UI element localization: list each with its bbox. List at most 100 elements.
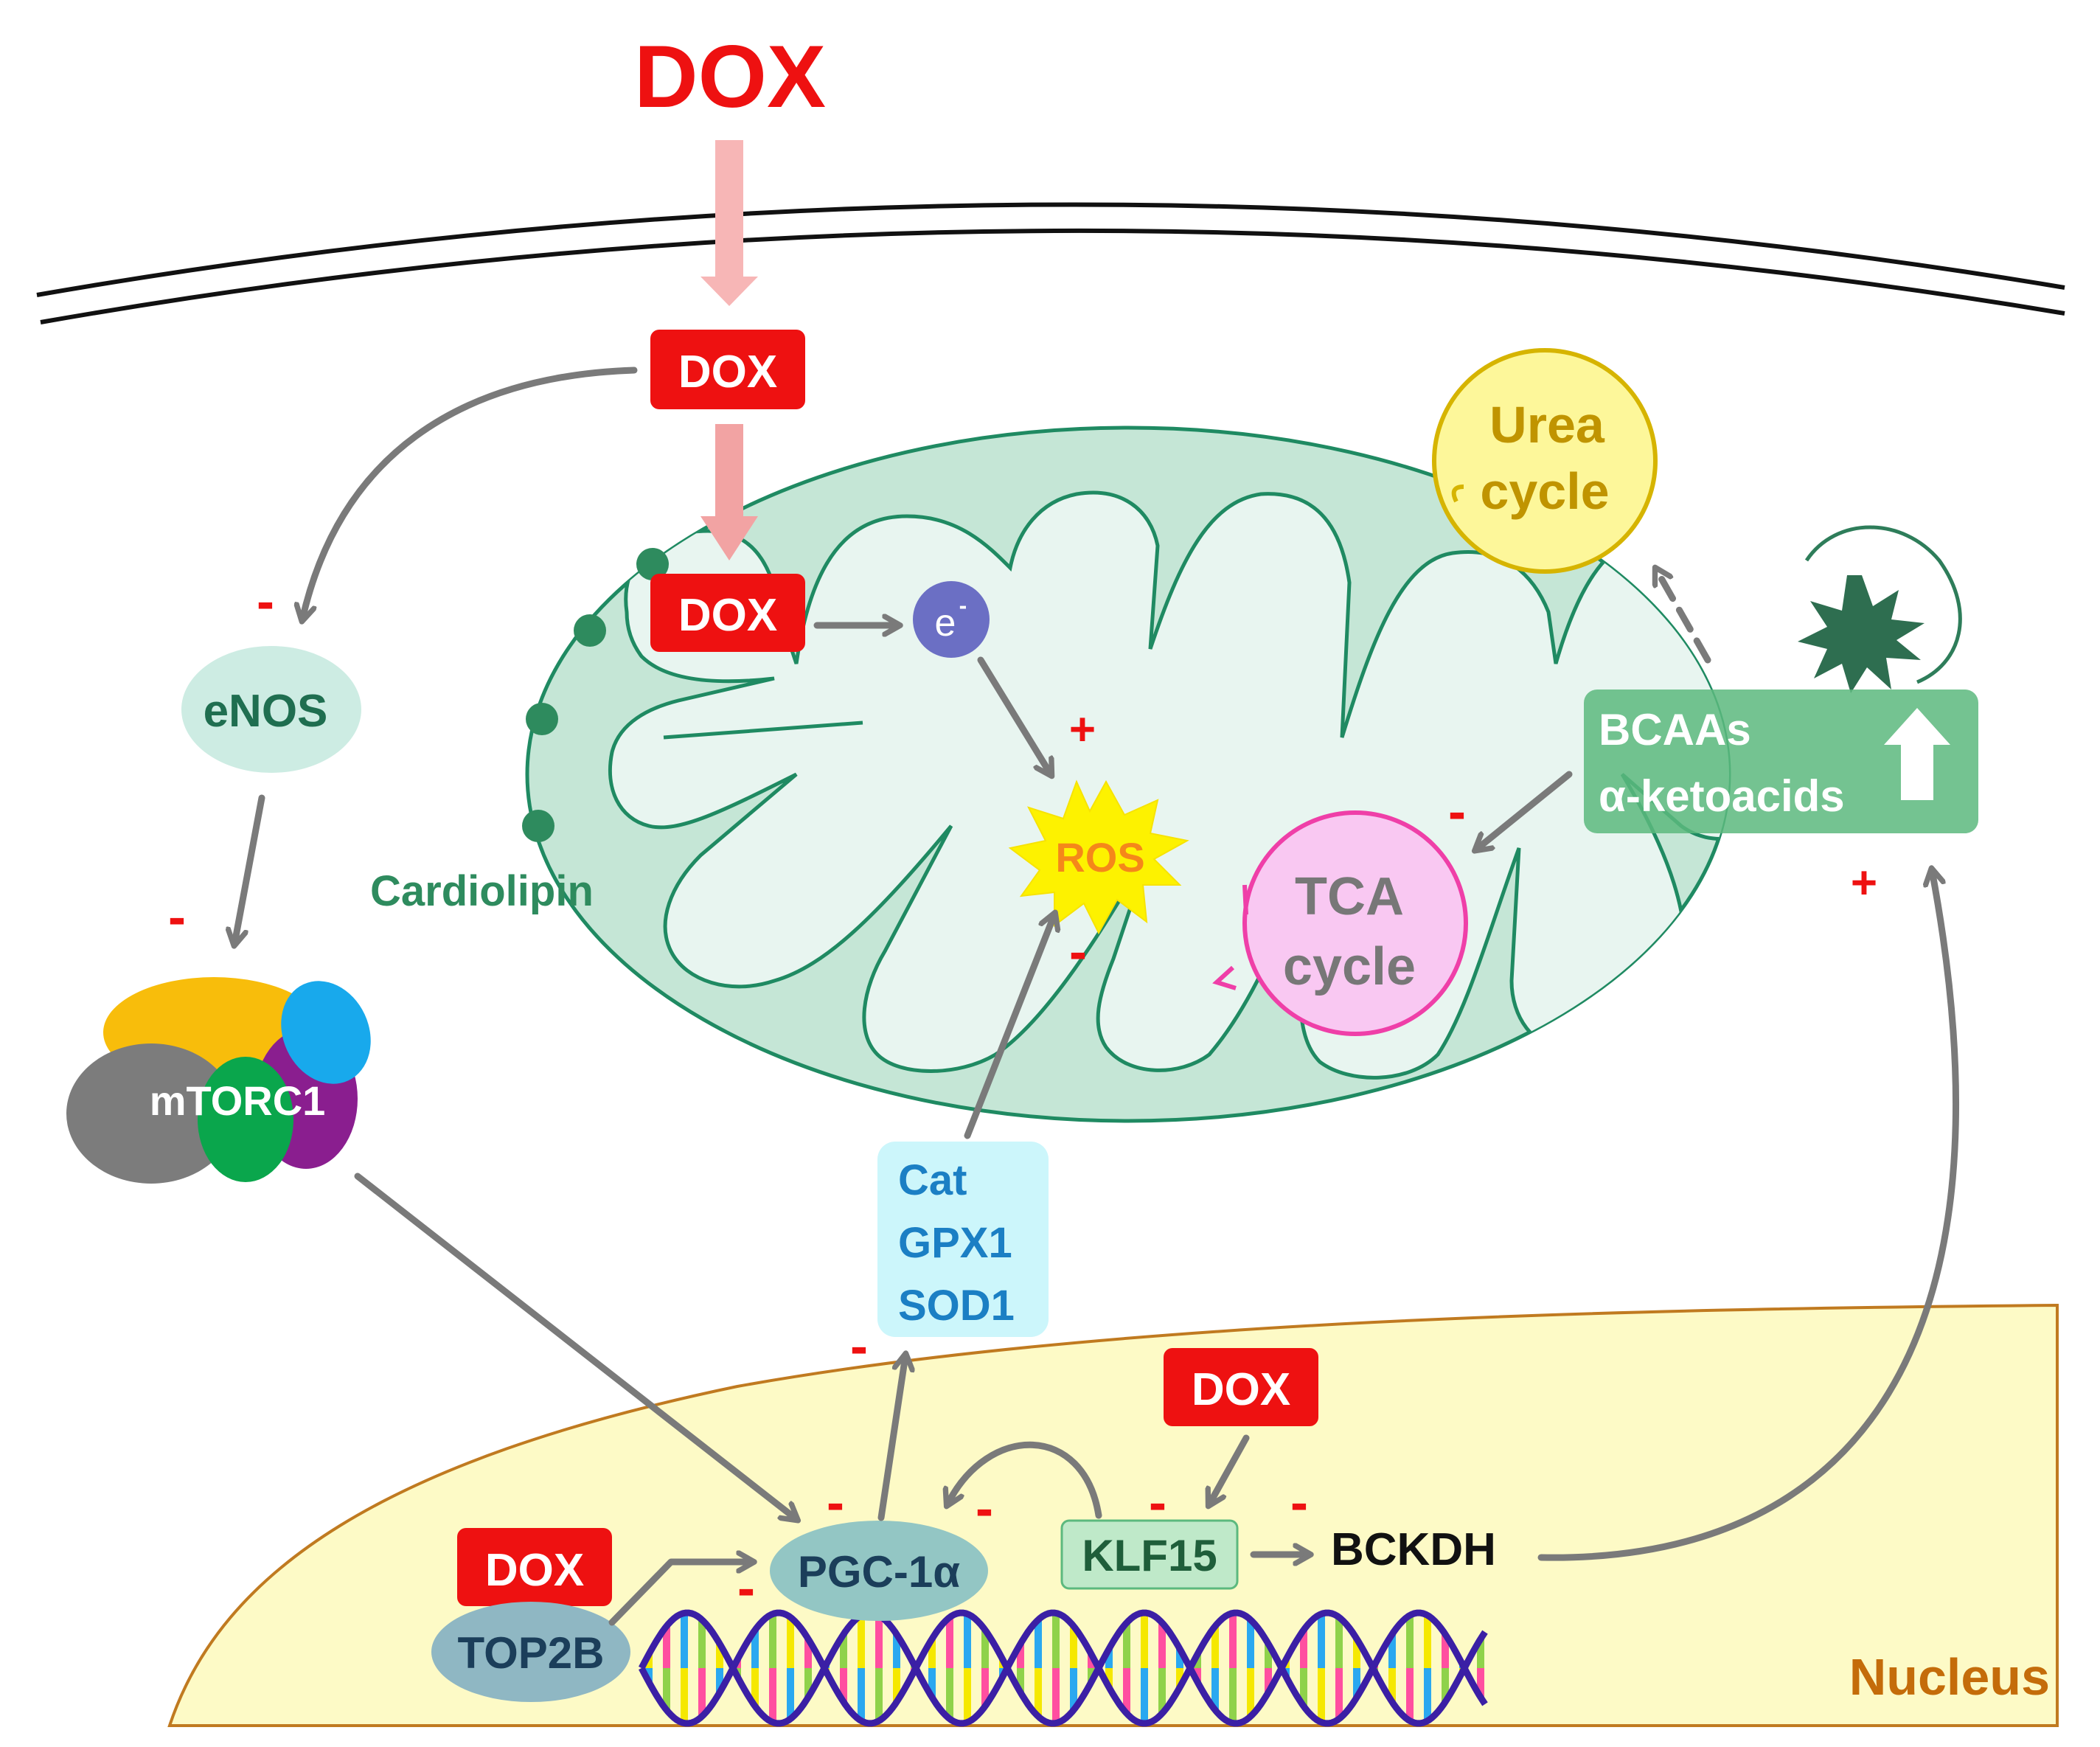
dna-base [946, 1617, 953, 1668]
enos-node: eNOS [181, 646, 361, 773]
pgc1a-label: PGC-1α [798, 1547, 960, 1597]
antioxidant-gpx1: GPX1 [898, 1219, 1012, 1267]
dna-base [1353, 1639, 1360, 1668]
dna-base [787, 1668, 794, 1719]
dna-base [1070, 1626, 1077, 1668]
dna-base [1105, 1648, 1113, 1668]
dna-base [1318, 1668, 1325, 1723]
dna-base [1318, 1614, 1325, 1668]
dna-base [1442, 1634, 1449, 1668]
antioxidant-box: Cat GPX1 SOD1 [877, 1142, 1049, 1337]
dna-base [769, 1614, 776, 1668]
dna-base [716, 1643, 723, 1668]
cardiolipin-label: Cardiolipin [370, 867, 594, 915]
cardiolipin-dot [522, 810, 554, 842]
dna-base [875, 1668, 883, 1721]
cardiolipin-dot [526, 703, 558, 735]
tca-cycle-label-line1: TCA [1295, 867, 1404, 926]
dna-base [1052, 1613, 1060, 1668]
dna-base [1105, 1668, 1113, 1688]
dna-base [893, 1634, 900, 1668]
dna-base [1176, 1648, 1183, 1668]
dna-base [1300, 1630, 1307, 1668]
electron: e - [913, 581, 990, 658]
dna-base [716, 1668, 723, 1693]
dna-base [1017, 1668, 1024, 1693]
minus-sign: - [827, 1473, 844, 1532]
cardiolipin-dot [636, 548, 669, 580]
increase-arrow-icon [1884, 708, 1950, 800]
dna-base [1265, 1643, 1272, 1668]
dna-base [1406, 1668, 1414, 1721]
dna-base [1123, 1668, 1130, 1714]
cardiolipin-dot [574, 614, 606, 647]
dox-entry-arrows [700, 140, 758, 560]
dna-base [1424, 1668, 1431, 1721]
dna-base [1141, 1668, 1148, 1723]
dna-base [1442, 1668, 1449, 1702]
dna-base [1229, 1613, 1237, 1668]
dna-helix [639, 1609, 1488, 1727]
urea-cycle-label-line2: cycle [1480, 462, 1609, 520]
minus-sign: - [976, 1479, 993, 1538]
dna-base [1158, 1668, 1166, 1714]
dna-base [858, 1668, 865, 1721]
bcaa-loop [1804, 525, 1962, 684]
bcaa-label-line2: α-ketoacids [1599, 771, 1845, 821]
top2b-label: TOP2B [458, 1628, 605, 1678]
dox-cytoplasm-box: DOX [650, 330, 805, 409]
ros-burst: ROS [1008, 779, 1189, 935]
minus-sign: - [737, 1559, 755, 1618]
plus-sign: + [1851, 858, 1877, 909]
klf15-label: KLF15 [1082, 1531, 1217, 1580]
dna-base [1388, 1668, 1396, 1702]
dna-base [928, 1639, 936, 1668]
arrow-top2b-to-pgc1a [608, 1562, 752, 1626]
dox-nucleus-right-label: DOX [1192, 1364, 1290, 1415]
dna-base [1070, 1668, 1077, 1710]
electron-label: e [935, 602, 956, 645]
dna-base [804, 1639, 812, 1668]
cell-membrane-outer [36, 202, 2065, 297]
dna-base [1211, 1668, 1219, 1710]
dna-base [1406, 1615, 1414, 1668]
dna-base [681, 1613, 688, 1668]
dox-nucleus-right-box: DOX [1164, 1348, 1318, 1426]
arrow-bcaa-to-tca [1476, 771, 1573, 850]
dna-base [1388, 1634, 1396, 1668]
dna-base [928, 1668, 936, 1698]
dox-cytoplasm-label: DOX [678, 347, 777, 397]
dna-base [1211, 1626, 1219, 1668]
dna-base [804, 1668, 812, 1698]
tca-cycle: TCA cycle [1212, 810, 1468, 1036]
bcaa-box: BCAAs α-ketoacids [1584, 690, 1978, 833]
dna-base [1477, 1639, 1484, 1668]
dna-base [663, 1626, 670, 1668]
dox-nucleus-left-label: DOX [485, 1545, 584, 1596]
nucleus-region [167, 1303, 2059, 1727]
dna-base [858, 1615, 865, 1668]
arrow-dox-to-enos [302, 367, 638, 619]
dna-base [875, 1615, 883, 1668]
top2b-node: TOP2B [431, 1602, 630, 1702]
dna-base [840, 1634, 847, 1668]
klf15-node: KLF15 [1060, 1519, 1239, 1590]
dox-extracellular-label: DOX [634, 27, 826, 126]
dox-mito-box: DOX [650, 574, 805, 652]
regulation-signs: - - + - - + - - - - - - [168, 572, 1877, 1618]
pgc1a-node: PGC-1α [770, 1521, 988, 1621]
dna-base [681, 1668, 688, 1723]
nucleus-label: Nucleus [1849, 1648, 2050, 1706]
dna-base [964, 1668, 971, 1723]
dna-base [1141, 1613, 1148, 1668]
dna-base [751, 1630, 759, 1668]
plus-sign: + [1069, 704, 1096, 755]
mtorc1-complex: mTORC1 [66, 977, 371, 1184]
dna-base [1123, 1622, 1130, 1668]
minus-sign: - [168, 888, 186, 947]
dna-base [1176, 1668, 1183, 1688]
dna-base [1052, 1668, 1060, 1723]
dna-base [981, 1668, 989, 1706]
dna-base [893, 1668, 900, 1702]
